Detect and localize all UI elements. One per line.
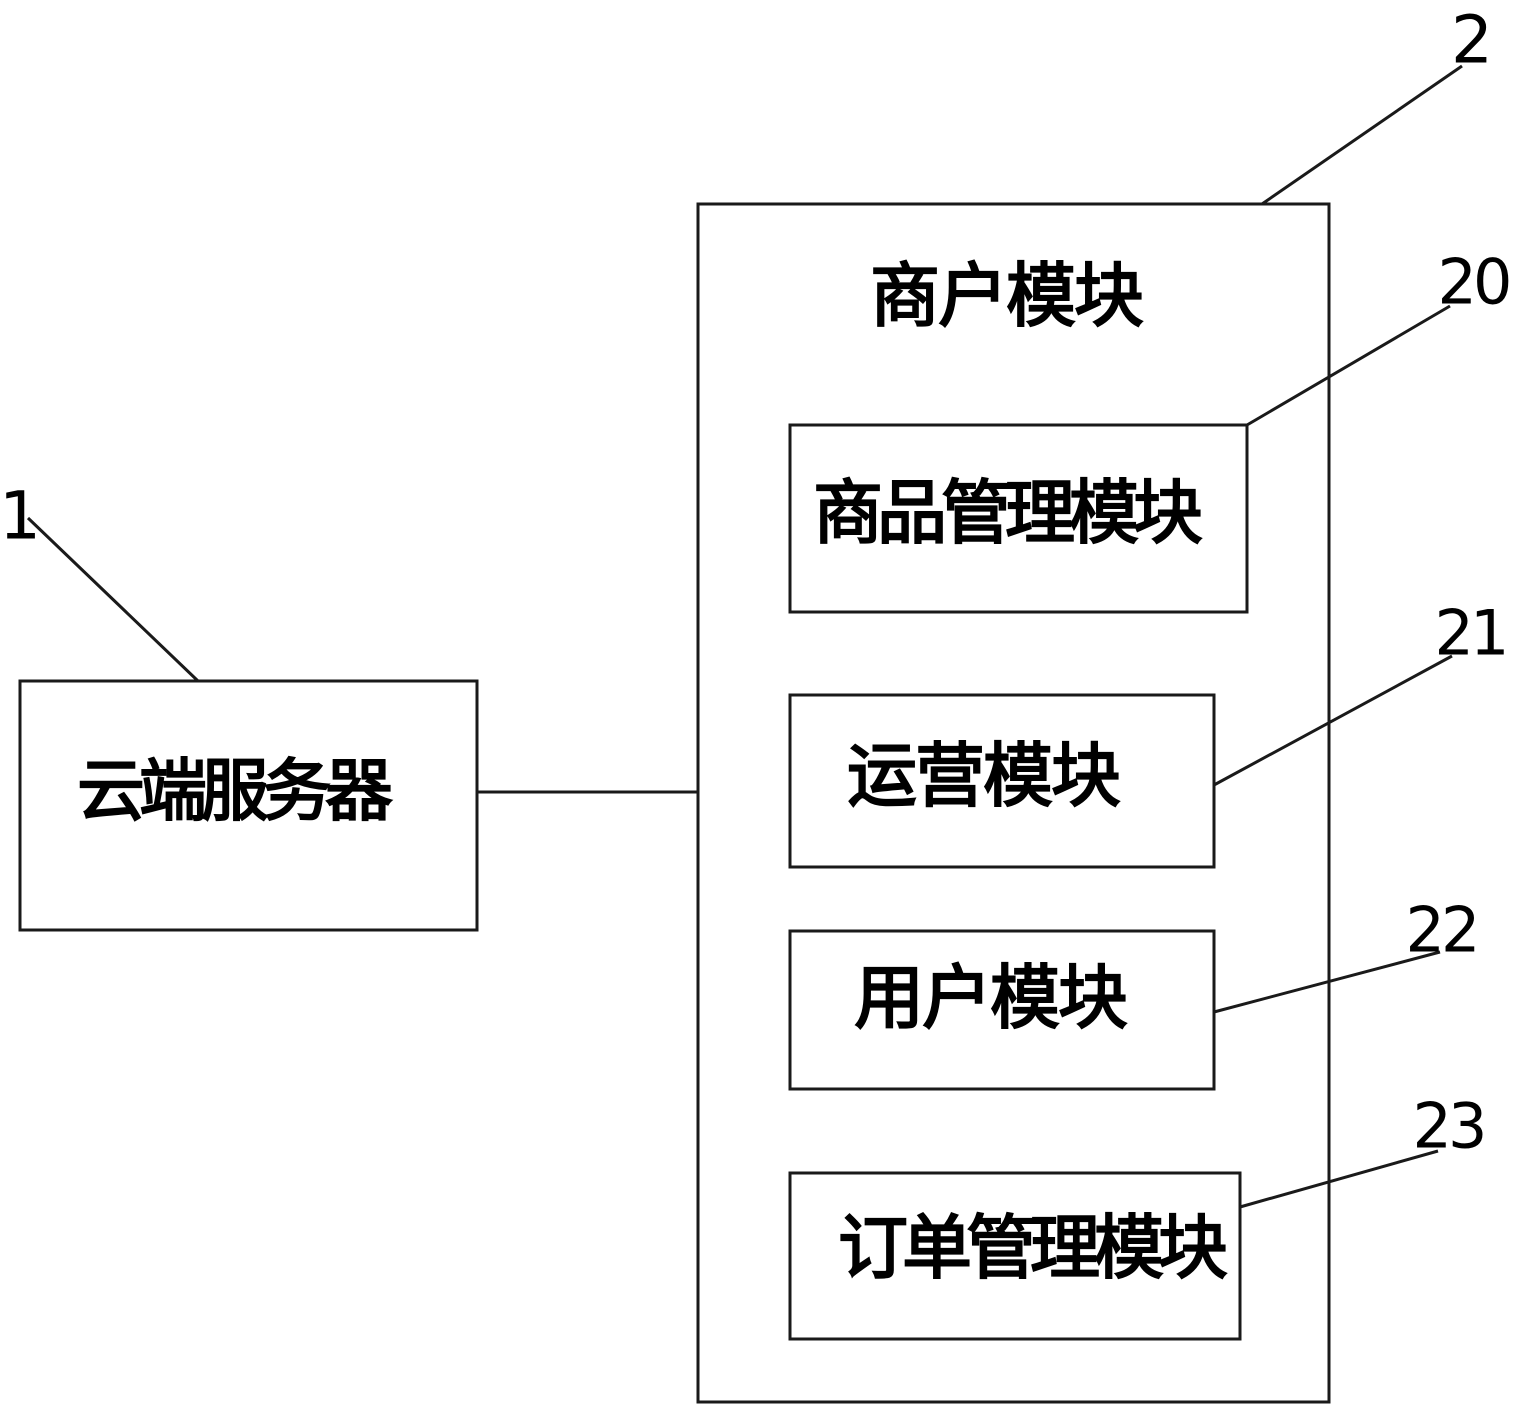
leader-line-20 bbox=[1246, 304, 1451, 427]
order-management-module-box bbox=[788, 1171, 1242, 1341]
operation-module-label: 运营模块 bbox=[847, 735, 1121, 817]
leader-line-21 bbox=[1213, 654, 1453, 787]
leader-line-1 bbox=[26, 516, 200, 683]
leader-line-23 bbox=[1239, 1149, 1439, 1209]
ref-number-2: 2 bbox=[1451, 2, 1493, 79]
cloud-server-label: 云端服务器 bbox=[77, 753, 394, 832]
ref-number-23: 23 bbox=[1413, 1090, 1484, 1163]
leader-line-22 bbox=[1213, 950, 1441, 1014]
ref-number-22: 22 bbox=[1406, 894, 1477, 967]
cloud-server-box bbox=[18, 679, 479, 932]
operation-module-box bbox=[788, 693, 1216, 869]
ref-number-1: 1 bbox=[0, 478, 41, 555]
product-management-module-box bbox=[788, 423, 1249, 614]
user-module-label: 用户模块 bbox=[854, 957, 1128, 1039]
order-management-module-label: 订单管理模块 bbox=[838, 1207, 1228, 1289]
leader-line-2 bbox=[1261, 64, 1463, 206]
product-management-module-label: 商品管理模块 bbox=[813, 472, 1203, 554]
ref-number-20: 20 bbox=[1438, 246, 1509, 319]
ref-number-21: 21 bbox=[1435, 597, 1506, 670]
merchant-module-label: 商户模块 bbox=[870, 255, 1144, 337]
user-module-box bbox=[788, 929, 1216, 1091]
